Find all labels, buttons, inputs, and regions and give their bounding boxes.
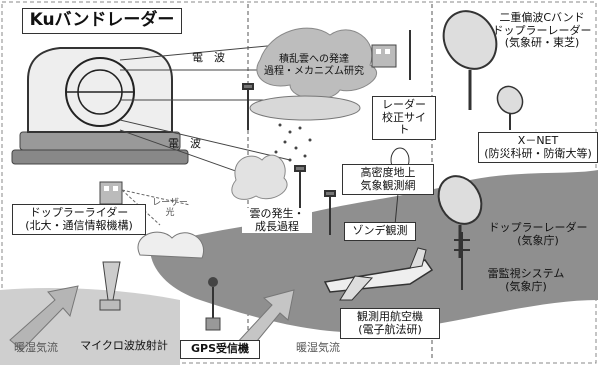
cloud-anvil xyxy=(249,95,361,121)
aircraft-label: 観測用航空機 (電子航法研) xyxy=(340,308,440,340)
warm-flow-left-label: 暖湿気流 xyxy=(14,341,58,354)
growing-cloud xyxy=(231,154,288,200)
xnet-label: X－NET (防災科研・防衛大等) xyxy=(478,132,598,164)
radio-wave-lower-label: 電 波 xyxy=(168,137,201,150)
gps-receiver xyxy=(205,277,221,331)
warm-flow-right-label: 暖湿気流 xyxy=(296,341,340,354)
calibration-building xyxy=(371,30,411,80)
jma-doppler-label: ドップラーレーダー (気象庁) xyxy=(488,221,588,247)
weather-stations xyxy=(242,83,336,235)
ground-left xyxy=(0,288,180,365)
aircraft-illustration xyxy=(323,247,434,301)
radar-calibration-label: レーダー 校正サイト xyxy=(372,96,436,140)
microwave-radiometer-label: マイクロ波放射計 xyxy=(80,339,168,352)
gps-receiver-label: GPS受信機 xyxy=(180,340,260,359)
cumulonimbus-cloud xyxy=(256,27,378,100)
sonde-label: ゾンデ観測 xyxy=(344,222,416,241)
rain-dots xyxy=(274,123,312,162)
jma-doppler-dish xyxy=(437,175,483,258)
dual-pol-dish xyxy=(442,10,498,110)
laser-label: レーザー光 xyxy=(152,198,188,219)
high-density-obs-label: 高密度地上 気象観測網 xyxy=(342,164,434,196)
low-cloud xyxy=(137,231,205,259)
radio-wave-upper-label: 電 波 xyxy=(192,51,225,64)
cumulonimbus-study-label: 積乱雲への発達 過程・メカニズム研究 xyxy=(264,54,364,77)
terrain xyxy=(150,170,598,333)
cloud-formation-label: 雲の発生・ 成長過程 xyxy=(242,207,312,234)
lightning-tower xyxy=(454,232,470,290)
doppler-lidar-label: ドップラーライダー (北大・通信情報機構) xyxy=(12,204,146,236)
ku-radar-illustration xyxy=(11,47,189,165)
warm-flow-arrow-left xyxy=(9,285,79,351)
xnet-dish xyxy=(496,85,524,130)
ku-radar-title: Kuバンドレーダー xyxy=(22,8,182,34)
lightning-label: 雷監視システム (気象庁) xyxy=(487,267,565,293)
microwave-radiometer xyxy=(99,261,121,311)
dual-pol-radar-label: 二重偏波Cバンド ドップラーレーダー (気象研・東芝) xyxy=(492,11,592,50)
